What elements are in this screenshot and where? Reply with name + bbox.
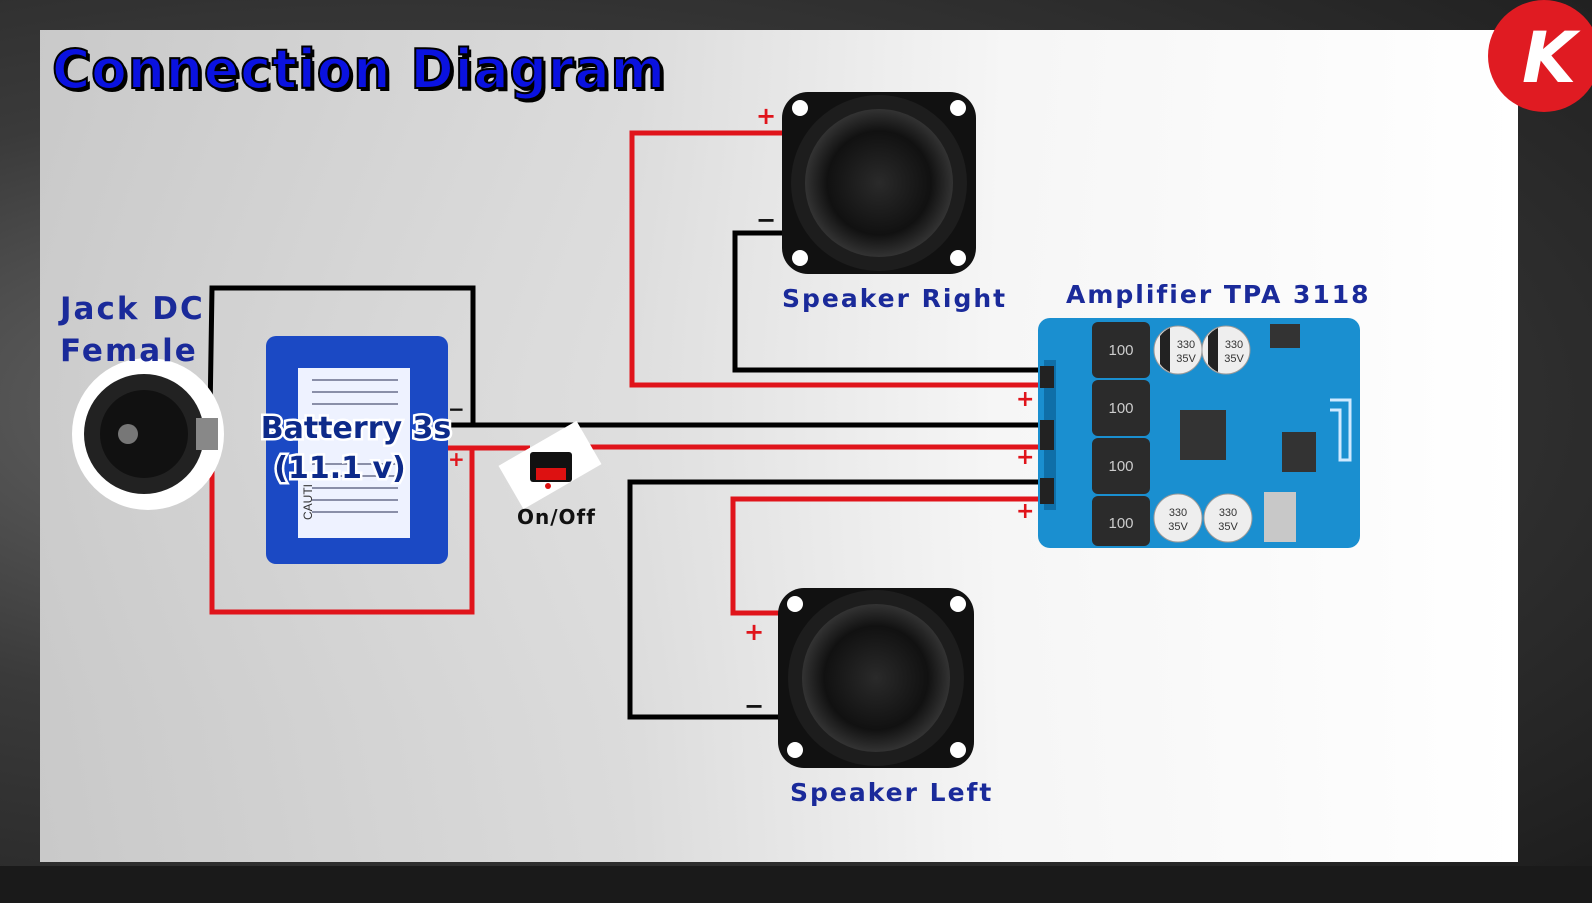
cap-marking-2b: 35V <box>1224 353 1244 365</box>
cap-marking-1b: 35V <box>1176 353 1196 365</box>
cap-marking-4a: 330 <box>1219 507 1237 519</box>
amplifier-board: 100 100 100 100 330 35V 330 35V 330 35V … <box>1038 318 1360 548</box>
cap-marking-2a: 330 <box>1225 339 1243 351</box>
channel-logo: K <box>1488 0 1592 112</box>
amplifier-label: Amplifier TPA 3118 <box>1066 280 1371 309</box>
wire-left-negative <box>627 479 1052 720</box>
bottom-bar <box>0 866 1592 903</box>
bluetooth-antenna <box>1330 398 1352 462</box>
speaker-left <box>778 588 974 768</box>
speaker-right <box>782 92 976 274</box>
polarity-signs: + − + − − + + + + <box>448 102 1034 720</box>
inductor-marking-2: 100 <box>1108 400 1133 417</box>
inductor-marking-1: 100 <box>1108 342 1133 359</box>
battery: CAUTI <box>266 336 448 564</box>
inductor-marking-4: 100 <box>1108 515 1133 532</box>
wire-jack-negative <box>207 285 476 424</box>
dc-jack <box>72 358 224 510</box>
right-minus-sign: − <box>756 206 776 234</box>
left-plus-sign: + <box>744 618 764 646</box>
battery-plus-sign: + <box>448 447 465 471</box>
inductor-marking-3: 100 <box>1108 458 1133 475</box>
battery-caution-text: CAUTI <box>301 484 315 520</box>
wire-switch-amp-positive <box>545 444 1052 462</box>
chips <box>1180 324 1316 542</box>
wire-jack-positive <box>209 448 475 615</box>
wire-right-positive <box>629 130 1052 388</box>
battery-minus-sign: − <box>448 397 465 421</box>
speaker-right-label: Speaker Right <box>782 284 1008 313</box>
right-plus-sign: + <box>756 102 776 130</box>
amp-plus-sign-1: + <box>1016 387 1034 412</box>
battery-label-line1: Batterry 3s <box>261 411 451 446</box>
speaker-left-label: Speaker Left <box>790 778 994 807</box>
wire-right-negative <box>732 230 1052 373</box>
cap-marking-3b: 35V <box>1168 521 1188 533</box>
diagram-title: Connection Diagram <box>51 37 666 102</box>
switch-label: On/Off <box>517 505 596 529</box>
inductors: 100 100 100 100 <box>1092 322 1150 546</box>
battery-label: Batterry 3s (11.1 v) <box>258 409 453 489</box>
left-minus-sign: − <box>744 692 764 720</box>
wire-left-positive <box>730 496 1052 616</box>
amp-plus-sign-3: + <box>1016 499 1034 524</box>
cap-marking-3a: 330 <box>1169 507 1187 519</box>
cap-marking-4b: 35V <box>1218 521 1238 533</box>
cap-marking-1a: 330 <box>1177 339 1195 351</box>
power-switch <box>498 420 602 510</box>
terminal-blocks <box>1040 366 1054 504</box>
capacitors: 330 35V 330 35V 330 35V 330 35V <box>1153 325 1253 543</box>
jack-label-line2: Female <box>60 333 198 369</box>
logo-letter: K <box>1522 17 1581 99</box>
jack-label-line1: Jack DC <box>60 291 205 327</box>
jack-label: Jack DC Female <box>60 288 205 372</box>
amp-plus-sign-2: + <box>1016 445 1034 470</box>
battery-label-line2: (11.1 v) <box>274 451 405 486</box>
